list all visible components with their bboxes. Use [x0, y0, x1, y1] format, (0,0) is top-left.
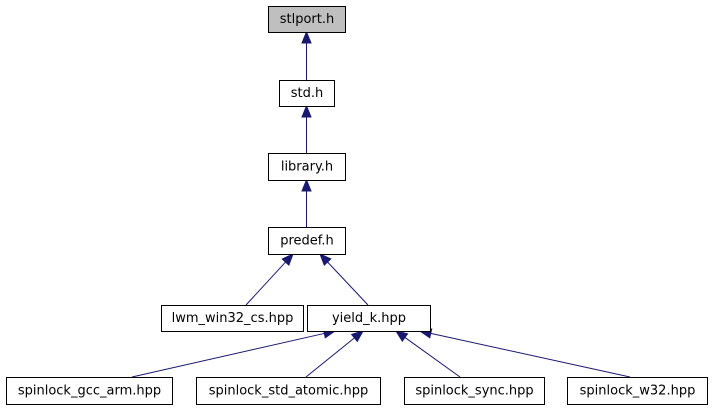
- arrowhead-icon: [350, 330, 365, 343]
- node-box[interactable]: [161, 305, 304, 332]
- node-label: lwm_win32_cs.hpp: [172, 311, 294, 326]
- node-sync[interactable]: spinlock_sync.hpp: [404, 377, 545, 405]
- arrowhead-icon: [319, 253, 332, 266]
- node-predef[interactable]: predef.h: [268, 227, 346, 255]
- edge-line: [327, 261, 369, 306]
- node-label: std.h: [291, 86, 324, 101]
- node-yield[interactable]: yield_k.hpp: [307, 305, 431, 332]
- node-stlport[interactable]: stlport.h: [268, 6, 346, 33]
- node-box[interactable]: [404, 377, 545, 405]
- edge-line: [131, 332, 325, 378]
- edge-predef-to-library: [301, 178, 312, 227]
- node-box[interactable]: [268, 153, 346, 181]
- edge-sync-to-yield: [394, 330, 461, 378]
- node-label: yield_k.hpp: [332, 311, 406, 326]
- edge-line: [305, 337, 355, 378]
- edge-std_atomic-to-yield: [305, 330, 365, 378]
- node-lwm[interactable]: lwm_win32_cs.hpp: [161, 305, 304, 332]
- node-label: library.h: [281, 160, 333, 175]
- node-box[interactable]: [268, 227, 346, 255]
- arrowhead-icon: [281, 253, 294, 267]
- arrowhead-icon: [301, 30, 312, 44]
- node-box[interactable]: [196, 377, 381, 405]
- edge-line: [404, 337, 461, 378]
- node-std[interactable]: std.h: [279, 80, 335, 107]
- edge-w32-to-yield: [418, 328, 631, 378]
- node-box[interactable]: [307, 305, 431, 332]
- node-library[interactable]: library.h: [268, 153, 346, 181]
- arrowhead-icon: [394, 330, 409, 342]
- edges-layer: [131, 30, 631, 378]
- node-label: spinlock_gcc_arm.hpp: [18, 384, 161, 399]
- edge-gcc_arm-to-yield: [131, 328, 337, 378]
- node-label: spinlock_sync.hpp: [415, 384, 533, 399]
- edge-library-to-std: [301, 104, 312, 153]
- edge-yield-to-predef: [319, 253, 369, 306]
- edge-line: [245, 261, 286, 306]
- node-w32[interactable]: spinlock_w32.hpp: [567, 377, 708, 405]
- node-box[interactable]: [279, 80, 335, 107]
- node-std_atomic[interactable]: spinlock_std_atomic.hpp: [196, 377, 381, 405]
- edge-lwm-to-predef: [245, 253, 294, 306]
- node-label: predef.h: [280, 234, 334, 249]
- edge-std-to-stlport: [301, 30, 312, 80]
- nodes-layer: stlport.h std.h library.h predef.h lwm_win32…: [6, 6, 708, 405]
- arrowhead-icon: [301, 104, 312, 118]
- node-label: spinlock_w32.hpp: [580, 384, 696, 399]
- node-box[interactable]: [567, 377, 708, 405]
- node-box[interactable]: [268, 6, 346, 33]
- node-label: stlport.h: [280, 12, 335, 27]
- edge-line: [430, 332, 631, 378]
- arrowhead-icon: [301, 178, 312, 192]
- node-label: spinlock_std_atomic.hpp: [209, 384, 369, 399]
- node-gcc_arm[interactable]: spinlock_gcc_arm.hpp: [6, 377, 173, 405]
- node-box[interactable]: [6, 377, 173, 405]
